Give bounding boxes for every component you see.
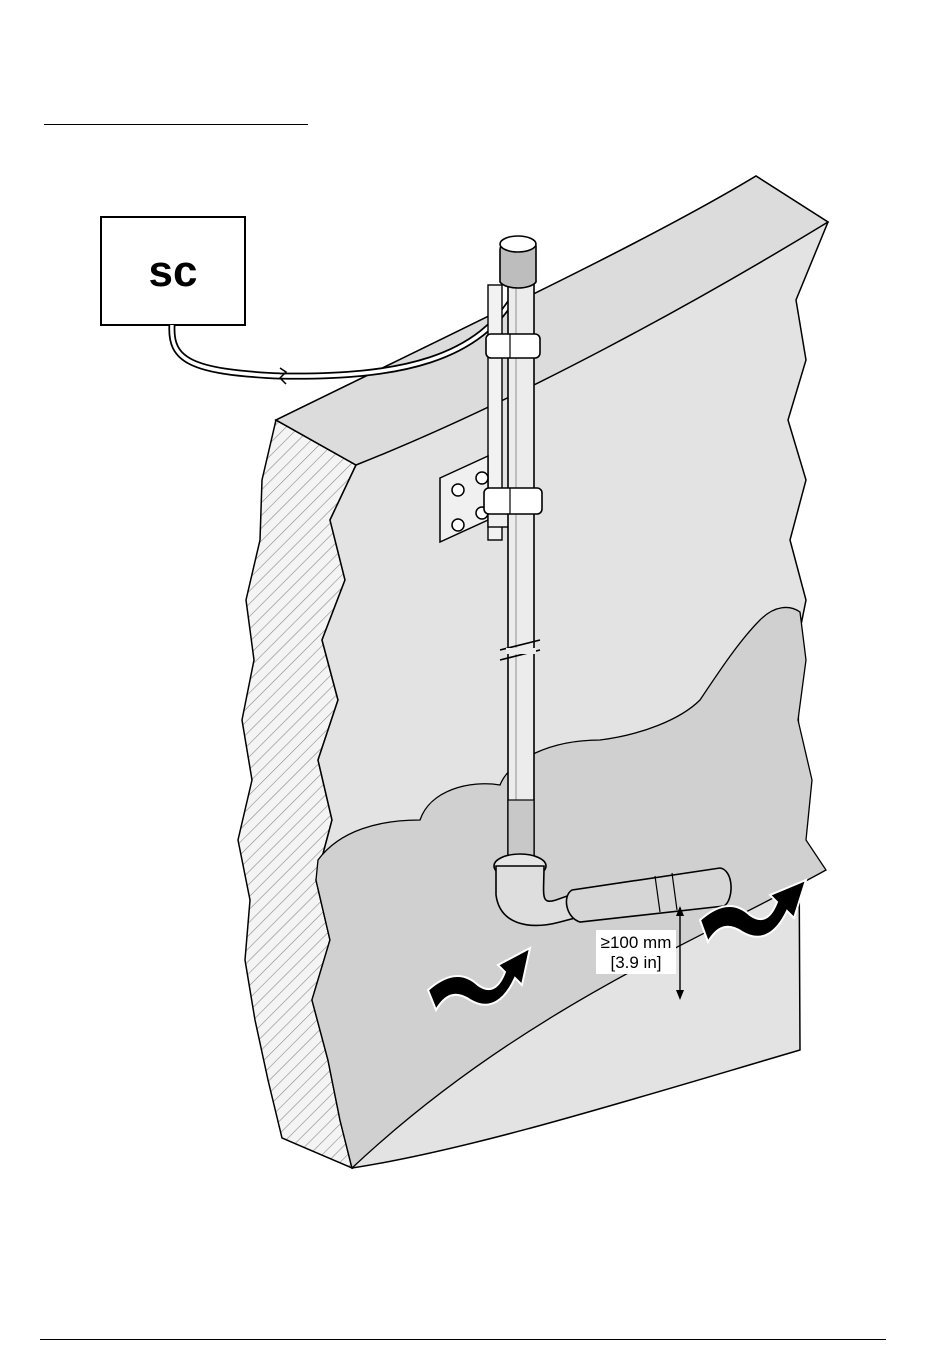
mount-bolt [476, 472, 488, 484]
upper-pole-clamp [486, 334, 540, 358]
footer-rule [40, 1339, 886, 1340]
controller-label: sc [149, 247, 198, 296]
lower-pole-clamp [484, 488, 542, 514]
mount-bolt [452, 519, 464, 531]
mounting-pole [508, 270, 534, 870]
mount-bolt [452, 484, 464, 496]
dimension-label-in: [3.9 in] [610, 953, 661, 972]
dimension-label-mm: ≥100 mm [601, 933, 672, 952]
